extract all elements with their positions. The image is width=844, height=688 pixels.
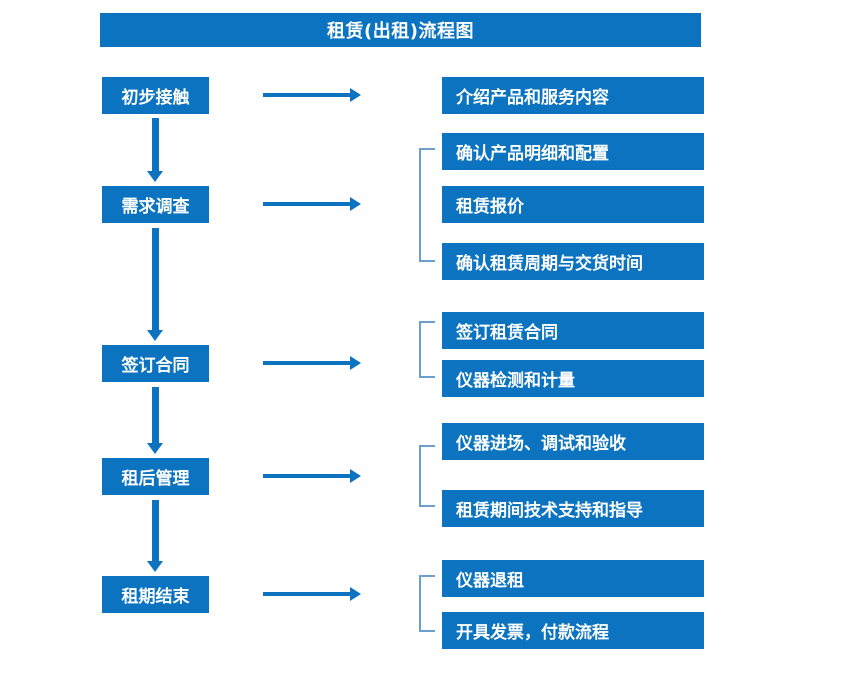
stage-box-qiandinghetong[interactable]: 签订合同 xyxy=(102,345,209,382)
stage-box-zuqijieshu[interactable]: 租期结束 xyxy=(102,576,209,613)
horizontal-arrow-1 xyxy=(263,88,361,102)
detail-box-kaijufapiao[interactable]: 开具发票，付款流程 xyxy=(442,612,704,649)
detail-box-yiqituizu[interactable]: 仪器退租 xyxy=(442,560,704,597)
group-bracket-3 xyxy=(419,321,435,378)
detail-box-querenzulinzhouqi[interactable]: 确认租赁周期与交货时间 xyxy=(442,243,704,280)
vertical-arrow-1 xyxy=(147,118,163,182)
detail-box-querenchanpinmingxi[interactable]: 确认产品明细和配置 xyxy=(442,133,704,170)
horizontal-arrow-3 xyxy=(263,356,361,370)
group-bracket-4 xyxy=(419,445,435,507)
stage-box-xuqiudiaocha[interactable]: 需求调查 xyxy=(102,186,209,223)
page-title: 租赁(出租)流程图 xyxy=(100,13,701,47)
vertical-arrow-2 xyxy=(147,228,163,341)
horizontal-arrow-4 xyxy=(263,469,361,483)
detail-box-yiqijinchang[interactable]: 仪器进场、调试和验收 xyxy=(442,423,704,460)
detail-box-yiqijianceheliliang[interactable]: 仪器检测和计量 xyxy=(442,360,704,397)
horizontal-arrow-2 xyxy=(263,197,361,211)
detail-box-zulinbaojia[interactable]: 租赁报价 xyxy=(442,186,704,223)
group-bracket-5 xyxy=(419,575,435,632)
horizontal-arrow-5 xyxy=(263,587,361,601)
detail-box-jieshaochanpin[interactable]: 介绍产品和服务内容 xyxy=(442,77,704,114)
vertical-arrow-3 xyxy=(147,387,163,454)
stage-box-zuhouguanli[interactable]: 租后管理 xyxy=(102,458,209,495)
detail-box-zulinqijianjishuzhichi[interactable]: 租赁期间技术支持和指导 xyxy=(442,490,704,527)
detail-box-qiandingzulinhetong[interactable]: 签订租赁合同 xyxy=(442,312,704,349)
vertical-arrow-4 xyxy=(147,500,163,572)
group-bracket-2 xyxy=(419,148,435,262)
stage-box-chubujiechu[interactable]: 初步接触 xyxy=(102,77,209,114)
